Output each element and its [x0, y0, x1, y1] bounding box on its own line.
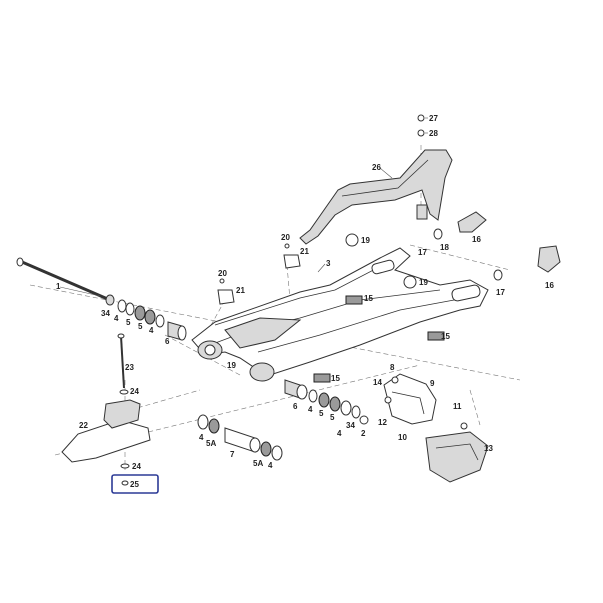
label-7: 7: [230, 450, 235, 459]
callout-labels: 1 34 4 5 5 4 6 23 24 22 24 25 4 5A 7 5A …: [56, 114, 554, 489]
label-p4-right2: 4: [337, 429, 342, 438]
guide-bolts: [417, 114, 425, 137]
label-6b: 6: [293, 402, 298, 411]
chain-adjusters: [433, 211, 561, 281]
label-15b: 15: [441, 332, 450, 341]
label-34a: 34: [101, 309, 110, 318]
label-14: 14: [373, 378, 382, 387]
label-p5-right1: 5: [319, 409, 324, 418]
label-4d: 4: [268, 461, 273, 470]
chain-slider: [61, 333, 151, 486]
label-4b: 4: [149, 326, 154, 335]
leader-lines: [59, 117, 428, 297]
label-27: 27: [429, 114, 438, 123]
label-9: 9: [430, 379, 435, 388]
label-23: 23: [125, 363, 134, 372]
left-bearing-stack: [117, 299, 187, 341]
label-5A2: 5A: [253, 459, 263, 468]
label-10: 10: [398, 433, 407, 442]
label-22: 22: [79, 421, 88, 430]
label-18: 18: [440, 243, 449, 252]
label-4a: 4: [114, 314, 119, 323]
brake-bracket: [383, 373, 489, 483]
label-24b: 24: [132, 462, 141, 471]
label-21a: 21: [236, 286, 245, 295]
highlight-box-25: [111, 474, 159, 494]
label-15a: 15: [364, 294, 373, 303]
label-15c: 15: [331, 374, 340, 383]
label-5b: 5: [138, 322, 143, 331]
right-bearing-stack: [284, 379, 369, 425]
label-20b: 20: [281, 233, 290, 242]
label-19c: 19: [227, 361, 236, 370]
label-6a: 6: [165, 337, 170, 346]
label-8: 8: [390, 363, 395, 372]
cable-clips: [217, 243, 301, 305]
label-19a: 19: [361, 236, 370, 245]
label-3: 3: [326, 259, 331, 268]
label-21b: 21: [300, 247, 309, 256]
label-11: 11: [453, 402, 462, 411]
label-16a: 16: [472, 235, 481, 244]
label-4c: 4: [199, 433, 204, 442]
label-p5-right2: 5: [330, 413, 335, 422]
label-34b: 34: [346, 421, 355, 430]
chain-guide: [299, 149, 453, 245]
label-20a: 20: [218, 269, 227, 278]
label-28: 28: [429, 129, 438, 138]
label-13: 13: [484, 444, 493, 453]
label-12: 12: [378, 418, 387, 427]
label-26: 26: [372, 163, 381, 172]
axle: [16, 257, 115, 306]
caps: [204, 233, 417, 356]
label-p4-right1: 4: [308, 405, 313, 414]
label-5A1: 5A: [206, 439, 216, 448]
label-17a: 17: [418, 248, 427, 257]
pads: [313, 295, 445, 383]
label-19b: 19: [419, 278, 428, 287]
label-25: 25: [130, 480, 139, 489]
label-24a: 24: [130, 387, 139, 396]
label-17b: 17: [496, 288, 505, 297]
swingarm-frame: [191, 247, 489, 382]
label-2: 2: [361, 429, 366, 438]
label-1: 1: [56, 282, 61, 291]
lower-bearing-stack: [197, 414, 283, 461]
label-16b: 16: [545, 281, 554, 290]
label-5a: 5: [126, 318, 131, 327]
